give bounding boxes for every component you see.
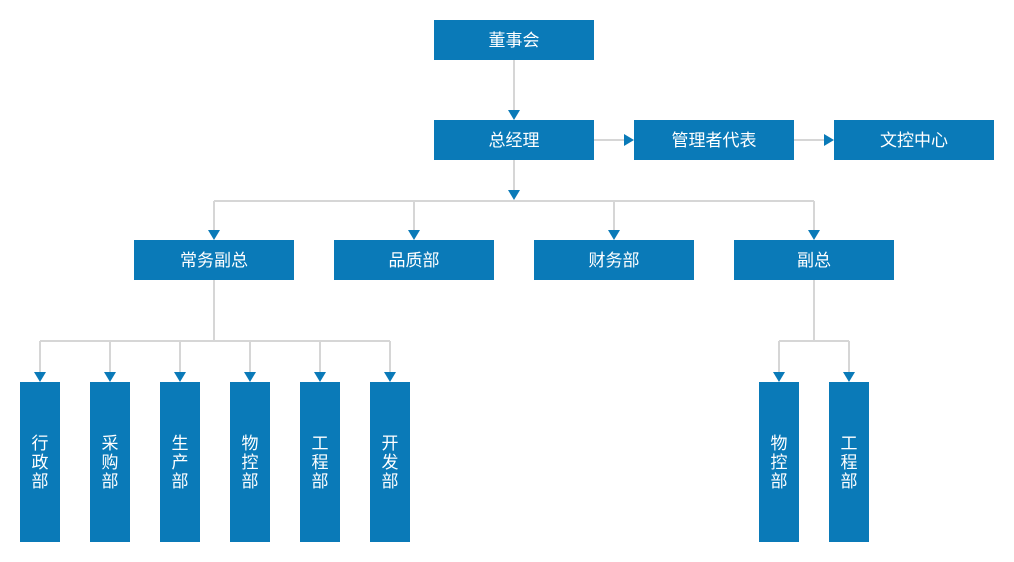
arrowhead-down-icon — [34, 372, 46, 382]
arrowhead-down-icon — [773, 372, 785, 382]
node-quality-label: 品质部 — [389, 251, 440, 271]
node-mat-control-label: 物控部 — [242, 434, 259, 492]
node-admin: 行政部 — [20, 382, 60, 542]
node-finance-label: 财务部 — [589, 251, 640, 271]
node-engineering-2-label: 工程部 — [841, 434, 858, 492]
arrowhead-down-icon — [608, 230, 620, 240]
node-engineering-2: 工程部 — [829, 382, 869, 542]
node-mat-control: 物控部 — [230, 382, 270, 542]
node-gm-label: 总经理 — [489, 131, 540, 151]
node-board: 董事会 — [434, 20, 594, 60]
arrowhead-right-icon — [824, 134, 834, 146]
arrowhead-down-icon — [104, 372, 116, 382]
node-exec-vp: 常务副总 — [134, 240, 294, 280]
arrowhead-down-icon — [384, 372, 396, 382]
arrowhead-down-icon — [244, 372, 256, 382]
node-purchasing-label: 采购部 — [102, 434, 119, 492]
node-finance: 财务部 — [534, 240, 694, 280]
node-doc-center: 文控中心 — [834, 120, 994, 160]
node-production: 生产部 — [160, 382, 200, 542]
node-development: 开发部 — [370, 382, 410, 542]
node-gm: 总经理 — [434, 120, 594, 160]
connectors — [39, 60, 850, 372]
node-vp-label: 副总 — [797, 251, 831, 271]
node-vp: 副总 — [734, 240, 894, 280]
arrowhead-down-icon — [843, 372, 855, 382]
arrowheads — [34, 110, 855, 382]
node-engineering-label: 工程部 — [312, 434, 329, 492]
node-admin-label: 行政部 — [32, 434, 49, 492]
node-board-label: 董事会 — [489, 31, 540, 51]
arrowhead-down-icon — [508, 110, 520, 120]
node-mat-control-2-label: 物控部 — [771, 434, 788, 492]
arrowhead-down-icon — [174, 372, 186, 382]
arrowhead-down-icon — [508, 190, 520, 200]
arrowhead-right-icon — [624, 134, 634, 146]
arrowhead-down-icon — [314, 372, 326, 382]
node-production-label: 生产部 — [172, 434, 189, 492]
node-mgmt-rep-label: 管理者代表 — [672, 131, 757, 151]
node-exec-vp-label: 常务副总 — [180, 251, 248, 271]
node-engineering: 工程部 — [300, 382, 340, 542]
node-mat-control-2: 物控部 — [759, 382, 799, 542]
arrowhead-down-icon — [408, 230, 420, 240]
arrowhead-down-icon — [808, 230, 820, 240]
node-purchasing: 采购部 — [90, 382, 130, 542]
node-mgmt-rep: 管理者代表 — [634, 120, 794, 160]
node-quality: 品质部 — [334, 240, 494, 280]
arrowhead-down-icon — [208, 230, 220, 240]
node-development-label: 开发部 — [382, 434, 399, 492]
node-doc-center-label: 文控中心 — [880, 131, 948, 151]
